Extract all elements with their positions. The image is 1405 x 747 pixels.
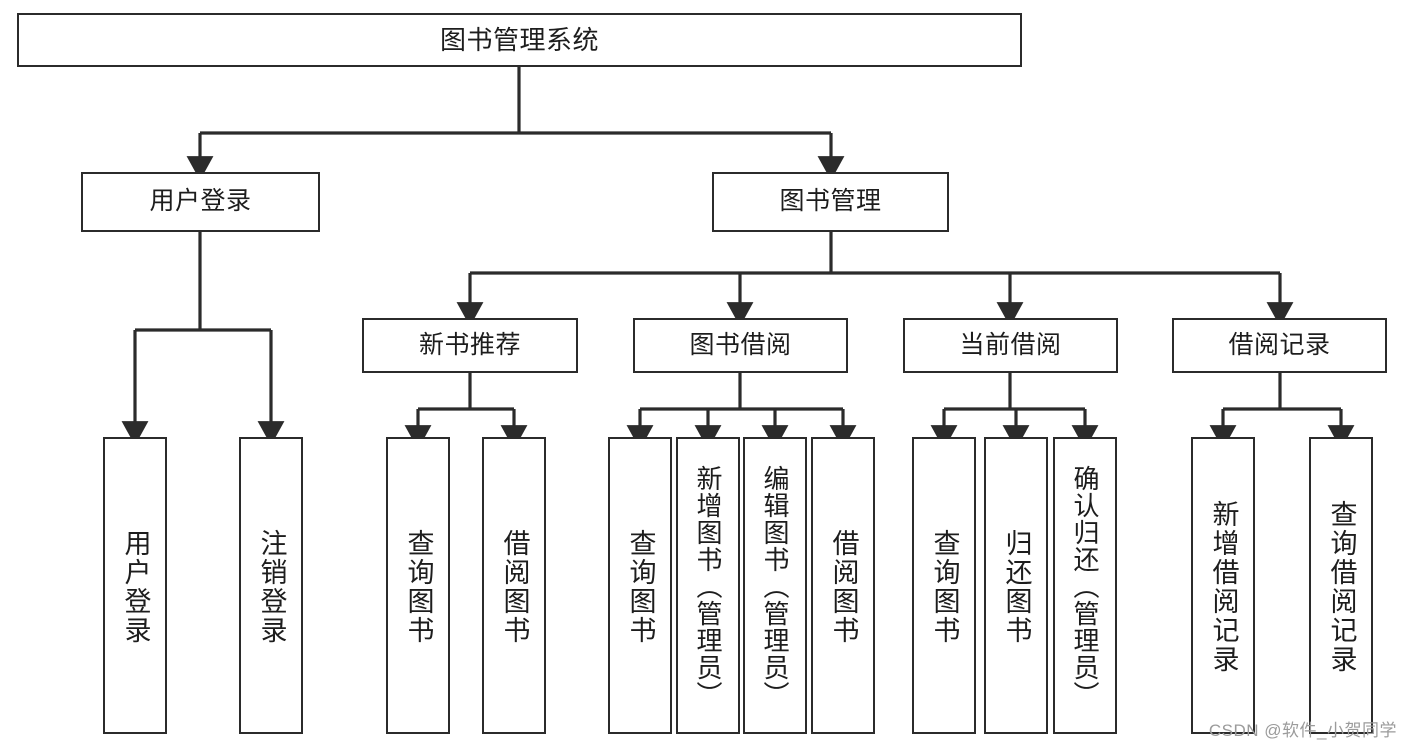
node-label: 当前借阅	[959, 330, 1062, 359]
node-label: 确认归还（管理员）	[1070, 465, 1100, 708]
node-current-borrow[interactable]: 当前借阅	[903, 318, 1118, 373]
node-leaf-confirm-return[interactable]: 确认归还（管理员）	[1053, 437, 1117, 734]
node-label: 查询图书	[625, 528, 656, 645]
node-label: 新书推荐	[418, 330, 521, 359]
node-label: 查询图书	[403, 528, 434, 645]
node-leaf-add-book[interactable]: 新增图书（管理员）	[676, 437, 740, 734]
watermark-text: CSDN @软件_小贺同学	[1208, 721, 1397, 740]
node-leaf-edit-book[interactable]: 编辑图书（管理员）	[743, 437, 807, 734]
node-leaf-user-login[interactable]: 用户登录	[103, 437, 167, 734]
node-borrow-record[interactable]: 借阅记录	[1172, 318, 1387, 373]
node-label: 图书借阅	[689, 330, 792, 359]
node-book-borrow[interactable]: 图书借阅	[633, 318, 848, 373]
node-label: 新增图书（管理员）	[693, 465, 723, 708]
node-label: 查询借阅记录	[1326, 499, 1357, 674]
node-leaf-add-record[interactable]: 新增借阅记录	[1191, 437, 1255, 734]
root-node[interactable]: 图书管理系统	[17, 13, 1022, 67]
node-label: 新增借阅记录	[1208, 499, 1239, 674]
node-new-book-recommend[interactable]: 新书推荐	[362, 318, 578, 373]
node-leaf-logout[interactable]: 注销登录	[239, 437, 303, 734]
node-label: 编辑图书（管理员）	[760, 465, 790, 708]
node-leaf-query-book-cur[interactable]: 查询图书	[912, 437, 976, 734]
node-leaf-query-book-rec[interactable]: 查询图书	[386, 437, 450, 734]
node-label: 用户登录	[149, 187, 252, 216]
node-book-manage[interactable]: 图书管理	[712, 172, 949, 232]
node-leaf-borrow-book[interactable]: 借阅图书	[811, 437, 875, 734]
node-leaf-borrow-book-rec[interactable]: 借阅图书	[482, 437, 546, 734]
node-leaf-return-book[interactable]: 归还图书	[984, 437, 1048, 734]
node-label: 图书管理	[779, 187, 882, 216]
node-label: 用户登录	[120, 528, 151, 645]
node-label: 注销登录	[256, 528, 287, 645]
node-label: 借阅图书	[828, 528, 859, 645]
node-label: 归还图书	[1001, 528, 1032, 645]
node-leaf-query-record[interactable]: 查询借阅记录	[1309, 437, 1373, 734]
node-leaf-query-book-borrow[interactable]: 查询图书	[608, 437, 672, 734]
node-label: 借阅图书	[499, 528, 530, 645]
node-label: 图书管理系统	[439, 24, 599, 55]
node-user-login[interactable]: 用户登录	[81, 172, 320, 232]
node-label: 查询图书	[929, 528, 960, 645]
node-label: 借阅记录	[1228, 330, 1331, 359]
